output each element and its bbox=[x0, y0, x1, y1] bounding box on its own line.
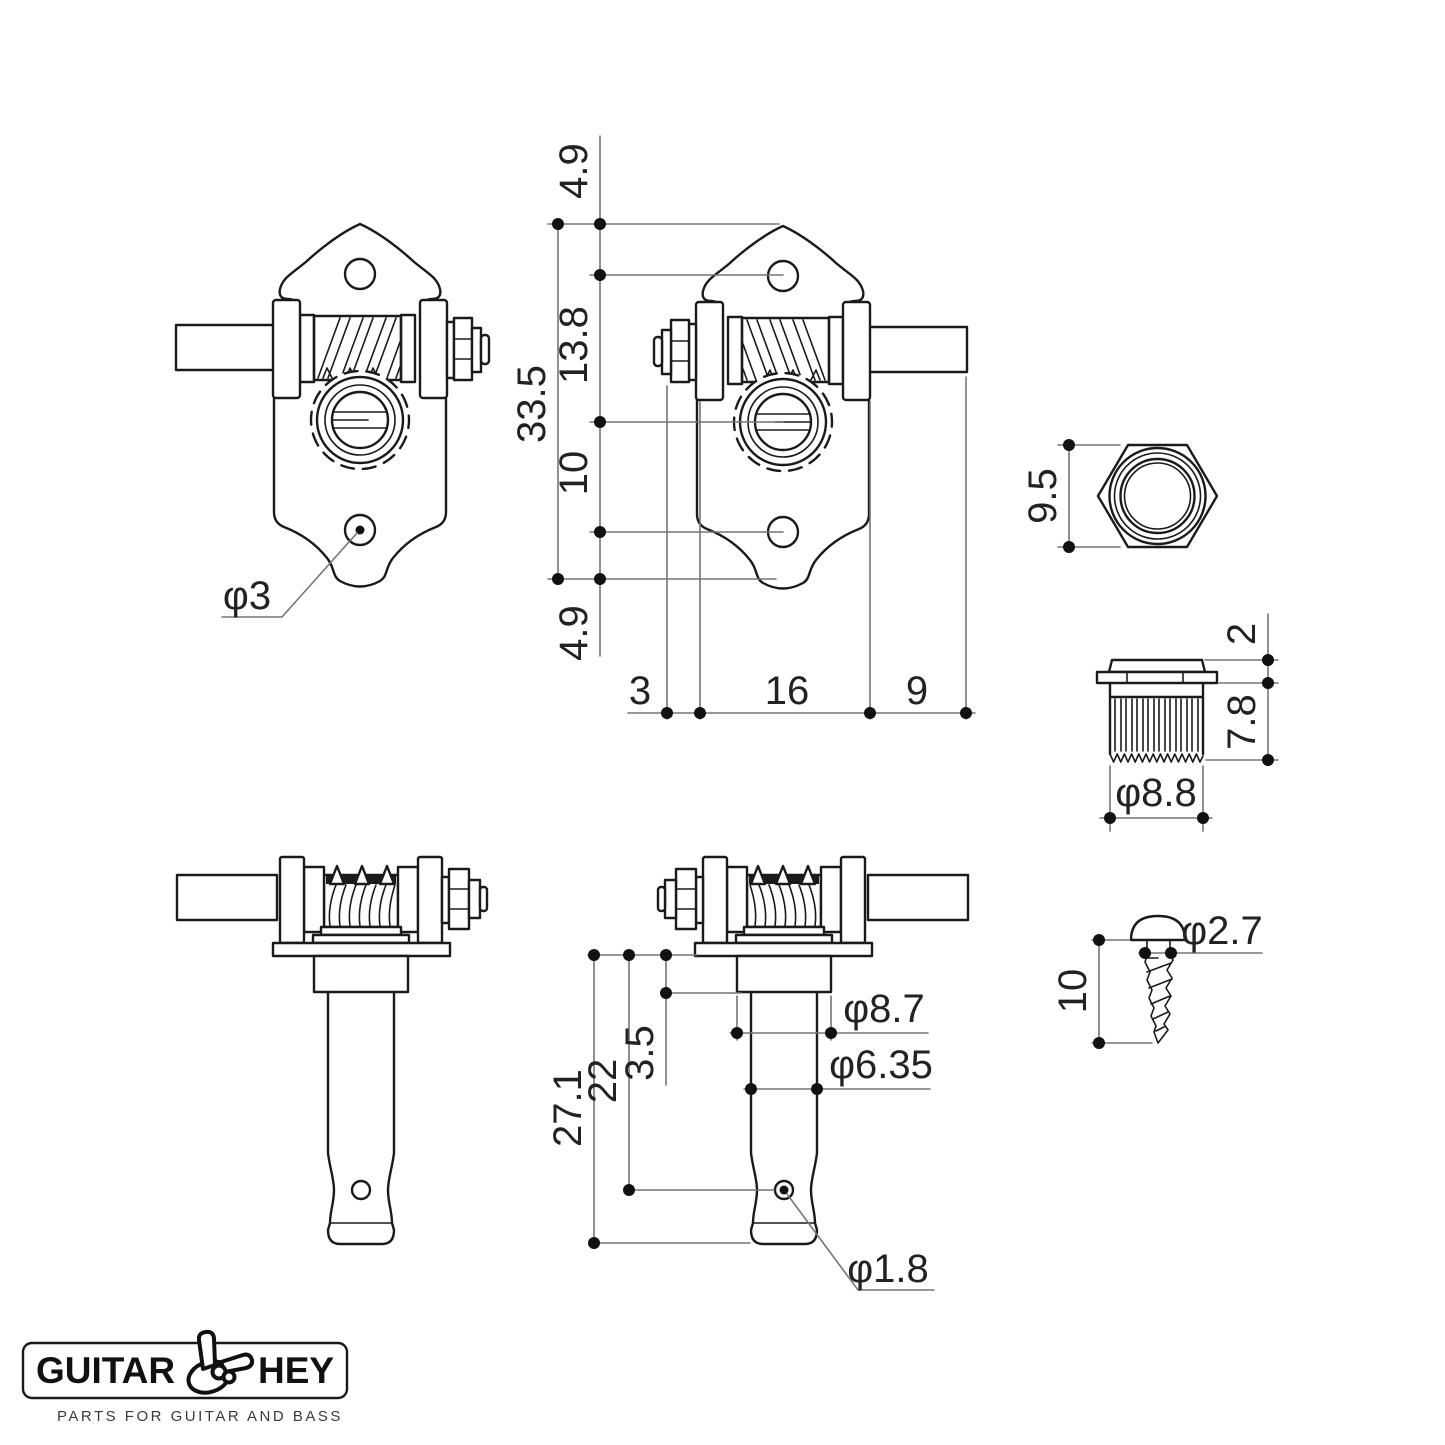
dimension-bushing: 2 7.8 φ8.8 bbox=[1099, 613, 1279, 832]
dim-label-seat-height: 3.5 bbox=[618, 1025, 662, 1081]
dimension-phi3: φ3 bbox=[221, 525, 365, 618]
dim-label-top-offset: 4.9 bbox=[552, 143, 596, 199]
screw-head bbox=[1129, 914, 1187, 942]
dim-label-bushing-head: 2 bbox=[1220, 623, 1264, 645]
dimension-horizontal-chain: 3 16 9 bbox=[627, 376, 976, 720]
dim-label-bottom-offset: 4.9 bbox=[552, 605, 596, 661]
logo-brand-right: HEY bbox=[258, 1350, 334, 1391]
dim-label-seat-diameter: φ8.7 bbox=[843, 987, 925, 1031]
logo-tagline: PARTS FOR GUITAR AND BASS bbox=[57, 1408, 343, 1425]
hex-nut-outline bbox=[1096, 443, 1219, 549]
dimension-screw: φ2.7 10 bbox=[1051, 909, 1263, 1049]
dim-label-post-diameter: φ6.35 bbox=[829, 1043, 933, 1087]
dimension-side-view: 27.1 22 3.5 φ8.7 φ6.35 φ1.8 bbox=[546, 949, 935, 1291]
dim-label-bushing-body: 7.8 bbox=[1220, 694, 1264, 750]
dim-label-bushing-diameter: φ8.8 bbox=[1115, 771, 1197, 815]
bushing-view bbox=[1095, 658, 1219, 763]
hex-nut-bore bbox=[1119, 457, 1196, 535]
bushing-serration bbox=[1109, 753, 1204, 763]
dim-label-post-to-hole: 10 bbox=[552, 451, 596, 496]
hex-nut-thread bbox=[1123, 462, 1192, 530]
dimension-hex-nut: 9.5 bbox=[1021, 439, 1121, 553]
dim-label-post-total: 27.1 bbox=[546, 1069, 590, 1147]
bushing-cap bbox=[1107, 658, 1207, 674]
logo-brand-left: GUITAR bbox=[36, 1350, 175, 1391]
rock-hand-icon bbox=[186, 1329, 255, 1395]
bushing-flange-facets bbox=[1126, 671, 1184, 684]
hex-nut-chamfer bbox=[1108, 446, 1207, 546]
dim-label-across-flats: 9.5 bbox=[1021, 468, 1065, 524]
bushing-flange bbox=[1095, 670, 1219, 685]
dim-label-button-length: 9 bbox=[906, 669, 928, 713]
dim-label-to-string-hole: 22 bbox=[581, 1059, 625, 1104]
bushing-body bbox=[1108, 681, 1205, 756]
hex-nut-ring bbox=[1113, 452, 1202, 540]
dim-label-mount-width: 16 bbox=[765, 669, 810, 713]
dim-label-string-hole-diameter: φ1.8 bbox=[847, 1247, 929, 1291]
screw-view bbox=[1129, 914, 1187, 1044]
bushing-knurl bbox=[1114, 698, 1199, 752]
dim-label-phi3: φ3 bbox=[223, 574, 271, 618]
dim-label-plate-to-post: 13.8 bbox=[552, 306, 596, 384]
logo: GUITAR HEY PARTS FOR GUITAR AND BASS bbox=[21, 1329, 349, 1425]
logo-box bbox=[21, 1341, 349, 1400]
dimension-vertical-chain: 4.9 13.8 33.5 10 4.9 bbox=[510, 135, 784, 661]
dim-label-screw-diameter: φ2.7 bbox=[1181, 909, 1263, 953]
screw-thread bbox=[1144, 939, 1174, 1044]
dim-label-total-height: 33.5 bbox=[510, 365, 554, 443]
dim-label-screw-length: 10 bbox=[1051, 969, 1095, 1014]
dim-label-nut-protrusion: 3 bbox=[629, 669, 651, 713]
hex-nut-view bbox=[1096, 443, 1219, 549]
